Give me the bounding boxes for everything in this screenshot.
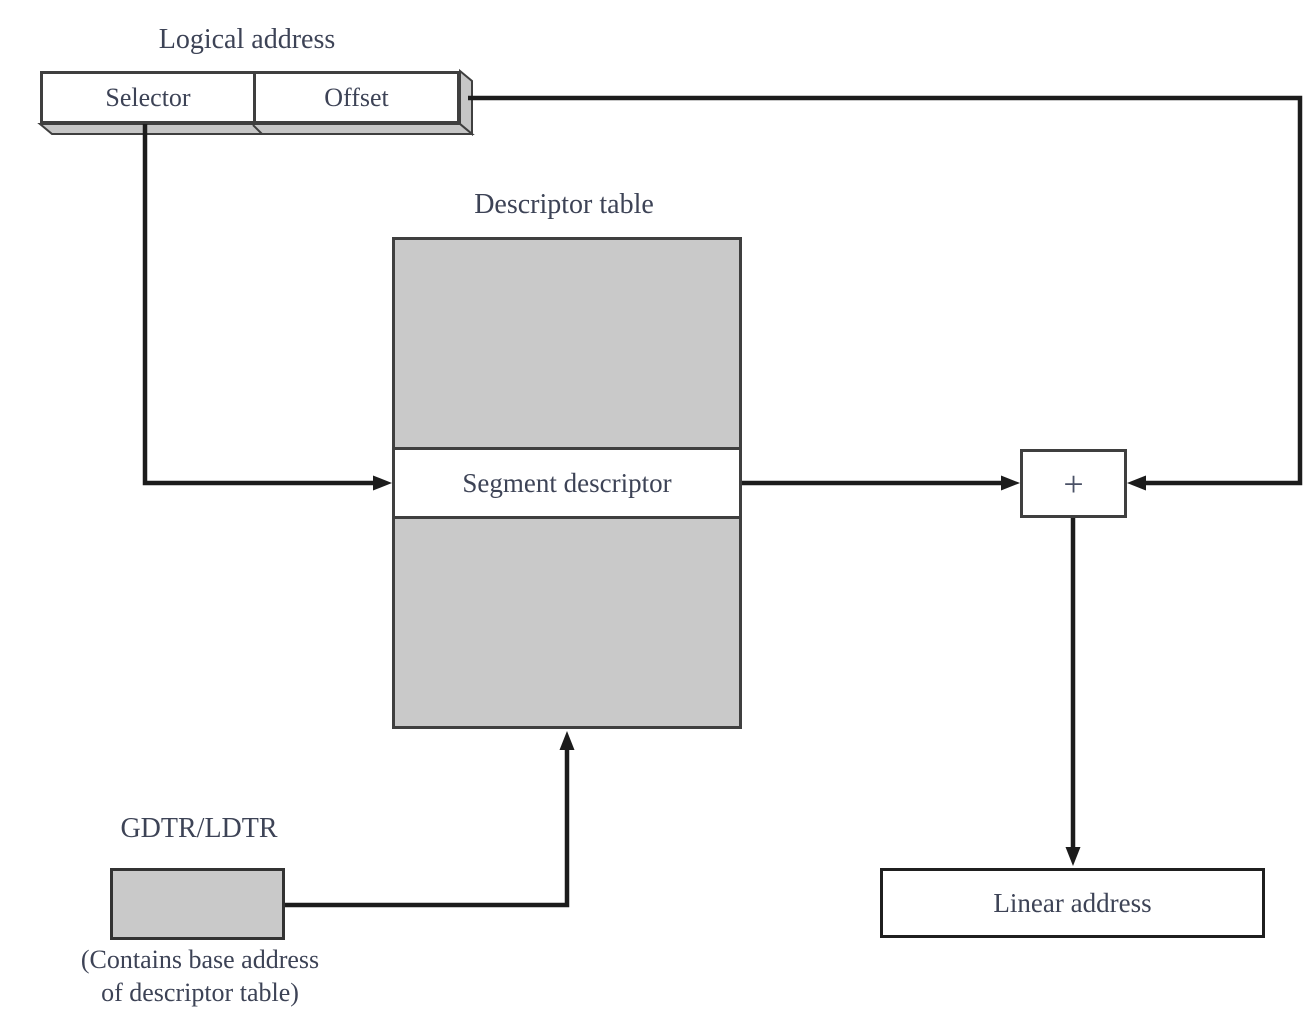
gdtr-ldtr-box: [110, 868, 285, 940]
linear-address-box: Linear address: [880, 868, 1265, 938]
arrowhead-into-plus-right: [1127, 475, 1146, 491]
logical-address-label: Logical address: [158, 24, 336, 55]
gdtr-caption-line2: of descriptor table): [101, 978, 299, 1007]
arrowhead-into-table: [373, 475, 392, 491]
descriptor-table-box: Segment descriptor: [392, 237, 742, 729]
wire-selector-to-table: [142, 124, 373, 486]
gdtr-ldtr-label: GDTR/LDTR: [120, 813, 278, 844]
segment-descriptor-row: Segment descriptor: [395, 447, 739, 519]
logical-address-box: Selector Offset: [40, 71, 460, 124]
arrowhead-into-table-bottom: [559, 731, 575, 750]
wire-offset-to-plus: [468, 95, 1303, 486]
offset-cell: Offset: [324, 82, 389, 112]
descriptor-table-label: Descriptor table: [474, 189, 654, 220]
logical-box-3d-shadow: [37, 68, 475, 137]
selector-cell: Selector: [43, 74, 256, 121]
arrowhead-into-linear: [1065, 847, 1081, 866]
wire-gdtr-to-table: [285, 748, 570, 908]
adder-box: +: [1020, 449, 1127, 518]
gdtr-caption-line1: (Contains base address: [80, 945, 320, 974]
arrowhead-into-plus-left: [1001, 475, 1020, 491]
